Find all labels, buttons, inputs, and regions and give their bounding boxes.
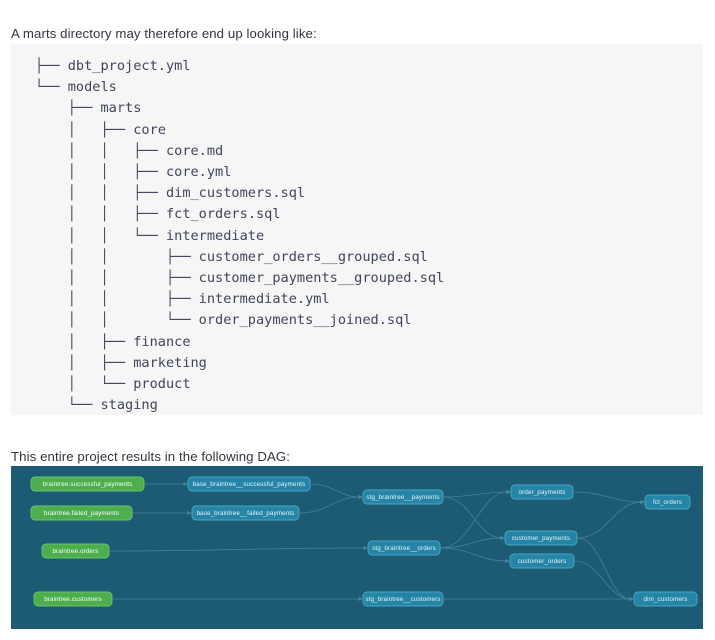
dag-node-box[interactable] bbox=[41, 543, 110, 559]
dag-edge bbox=[572, 491, 642, 503]
dag-edge bbox=[573, 560, 631, 600]
directory-tree-text: ├── dbt_project.yml └── models ├── marts… bbox=[35, 58, 445, 414]
dag-node-base_braintree__failed_payments[interactable]: base_braintree__failed_payments bbox=[191, 505, 300, 521]
dag-node-label: braintree.customers bbox=[44, 596, 102, 603]
dag-node-braintree_failed_payments[interactable]: braintree.failed_payments bbox=[30, 505, 133, 521]
dag-node-dim_customers[interactable]: dim_customers bbox=[633, 591, 698, 607]
dag-edge-arrowhead bbox=[629, 597, 634, 601]
dag-node-box[interactable] bbox=[633, 591, 698, 607]
dag-node-box[interactable] bbox=[362, 489, 444, 505]
dag-node-label: stg_braintree__customers bbox=[365, 596, 440, 603]
dag-node-label: braintree.failed_payments bbox=[44, 510, 119, 517]
dag-node-box[interactable] bbox=[30, 505, 133, 521]
dag-node-customer_payments[interactable]: customer_payments bbox=[504, 530, 578, 546]
dag-edge-arrowhead bbox=[358, 495, 363, 499]
dag-node-order_payments[interactable]: order_payments bbox=[510, 484, 574, 500]
dag-node-box[interactable] bbox=[504, 530, 578, 546]
dag-node-customer_orders[interactable]: customer_orders bbox=[509, 553, 575, 569]
dag-node-box[interactable] bbox=[644, 494, 691, 510]
dag-node-stg_braintree__customers[interactable]: stg_braintree__customers bbox=[362, 591, 444, 607]
dag-node-stg_braintree__payments[interactable]: stg_braintree__payments bbox=[362, 489, 444, 505]
dag-node-label: order_payments bbox=[519, 489, 566, 496]
dag-node-stg_braintree__orders[interactable]: stg_braintree__orders bbox=[367, 540, 441, 556]
dag-edge-arrowhead bbox=[506, 490, 511, 494]
dag-node-braintree_successful_payments[interactable]: braintree.successful_payments bbox=[30, 476, 145, 492]
dag-edge-arrowhead bbox=[183, 482, 188, 486]
dag-node-box[interactable] bbox=[509, 553, 575, 569]
dag-node-fct_orders[interactable]: fct_orders bbox=[644, 494, 691, 510]
dag-edge-arrowhead bbox=[500, 536, 505, 540]
dag-edge-arrowhead bbox=[640, 500, 645, 504]
dag-node-braintree_orders[interactable]: braintree.orders bbox=[41, 543, 110, 559]
dag-node-label: customer_payments bbox=[512, 535, 570, 542]
dag-edge bbox=[442, 496, 502, 539]
dag-node-label: base_braintree__failed_payments bbox=[197, 510, 295, 517]
dag-node-box[interactable] bbox=[30, 476, 145, 492]
dag-edge-layer bbox=[108, 482, 645, 601]
dag-edge-arrowhead bbox=[187, 511, 192, 515]
intro-paragraph: A marts directory may therefore end up l… bbox=[11, 26, 317, 42]
dag-panel[interactable]: braintree.successful_payments braintree.f… bbox=[11, 466, 703, 629]
dag-node-label: stg_braintree__payments bbox=[366, 494, 439, 501]
dag-edge bbox=[298, 496, 360, 514]
dag-node-braintree_customers[interactable]: braintree.customers bbox=[33, 591, 113, 607]
dag-node-label: fct_orders bbox=[653, 499, 682, 506]
dag-edge bbox=[442, 491, 508, 498]
dag-edge bbox=[108, 547, 365, 552]
dag-node-box[interactable] bbox=[33, 591, 113, 607]
dag-edge-arrowhead bbox=[363, 546, 368, 550]
dag-caption: This entire project results in the follo… bbox=[11, 449, 291, 465]
dag-edge bbox=[309, 483, 360, 498]
dag-node-label: dim_customers bbox=[644, 596, 688, 603]
dag-node-box[interactable] bbox=[362, 591, 444, 607]
dag-edge bbox=[439, 491, 508, 549]
dag-graph[interactable]: braintree.successful_payments braintree.f… bbox=[11, 466, 703, 629]
dag-node-label: braintree.successful_payments bbox=[43, 481, 133, 488]
dag-edge bbox=[439, 537, 502, 549]
dag-node-box[interactable] bbox=[510, 484, 574, 500]
dag-edge bbox=[576, 537, 631, 600]
dag-edge-arrowhead bbox=[505, 559, 510, 563]
dag-node-box[interactable] bbox=[191, 505, 300, 521]
directory-tree-codeblock: ├── dbt_project.yml └── models ├── marts… bbox=[11, 44, 703, 415]
dag-node-label: base_braintree__successful_payments bbox=[193, 481, 306, 488]
dag-node-base_braintree__successful_payments[interactable]: base_braintree__successful_payments bbox=[187, 476, 311, 492]
dag-node-label: customer_orders bbox=[518, 558, 567, 565]
dag-edge bbox=[439, 547, 507, 562]
dag-node-label: braintree.orders bbox=[52, 548, 98, 555]
dag-node-label: stg_braintree__orders bbox=[372, 545, 436, 552]
dag-node-box[interactable] bbox=[187, 476, 311, 492]
dag-node-layer: braintree.successful_payments braintree.f… bbox=[30, 476, 698, 607]
dag-edge-arrowhead bbox=[358, 597, 363, 601]
dag-node-box[interactable] bbox=[367, 540, 441, 556]
dag-edge bbox=[576, 501, 642, 539]
